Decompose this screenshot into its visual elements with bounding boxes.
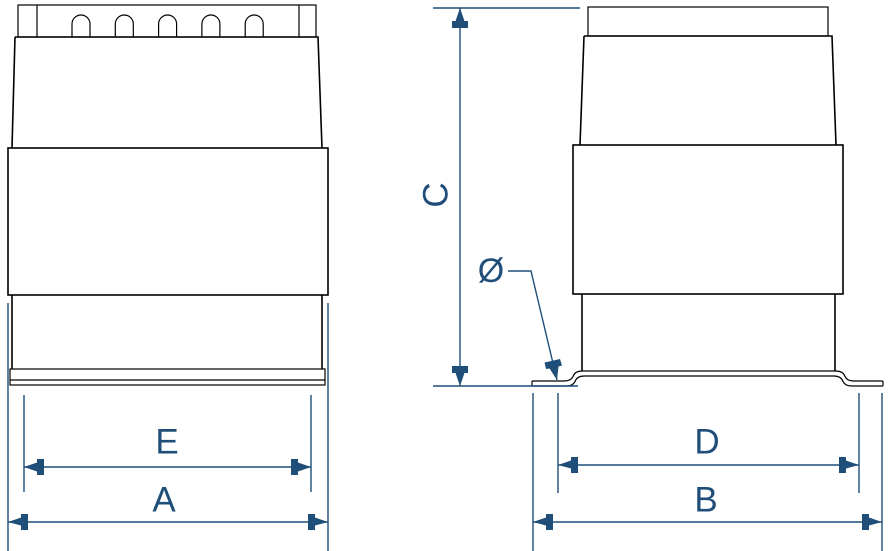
pin-arch xyxy=(114,14,134,37)
side-upper-body xyxy=(579,35,837,146)
diameter-leader-line xyxy=(508,270,558,381)
dim-d-arrow-left xyxy=(558,457,578,473)
pin-arch xyxy=(244,14,264,37)
dim-a-arrow-right xyxy=(308,514,328,530)
dim-b-extension-lines xyxy=(532,393,883,551)
dim-label-d: D xyxy=(694,422,720,462)
dim-e-arrow-right xyxy=(291,459,311,475)
front-base-plate xyxy=(9,368,326,386)
front-pin-strip xyxy=(17,4,317,38)
dim-a-extension-lines xyxy=(7,303,329,551)
dim-e-arrow-left xyxy=(24,459,44,475)
foot-bottom-surface xyxy=(532,375,883,387)
dim-label-b: B xyxy=(694,480,718,520)
side-lower-body xyxy=(581,294,836,371)
dim-d-arrow-right xyxy=(839,457,859,473)
dim-label-a: A xyxy=(152,480,176,520)
front-lower-body xyxy=(11,295,323,369)
front-pin-strip-dividers xyxy=(36,5,300,37)
diameter-leader-arrow xyxy=(544,359,562,380)
front-middle-band xyxy=(7,147,329,296)
side-middle-band xyxy=(572,144,844,295)
pin-arch xyxy=(158,14,178,37)
foot-top-surface xyxy=(532,370,883,382)
front-view xyxy=(7,4,329,386)
dimensions xyxy=(7,7,883,551)
front-upper-body xyxy=(11,36,323,149)
dim-c-arrow-top xyxy=(452,8,468,28)
dim-e-extension-lines xyxy=(23,395,312,492)
dim-a-arrow-left xyxy=(8,514,28,530)
side-view xyxy=(531,6,884,387)
pin-arch xyxy=(201,14,221,37)
dim-label-c: C xyxy=(416,182,456,208)
side-top-cap xyxy=(587,6,829,37)
foot-end-caps xyxy=(531,381,884,386)
dim-b-arrow-left xyxy=(533,514,553,530)
dim-b-arrow-right xyxy=(862,514,882,530)
diameter-symbol: Ø xyxy=(477,252,505,290)
dim-d-extension-lines xyxy=(557,393,860,493)
pin-arch xyxy=(71,14,91,37)
dim-label-e: E xyxy=(155,422,179,462)
dim-c-arrow-bottom xyxy=(452,366,468,386)
